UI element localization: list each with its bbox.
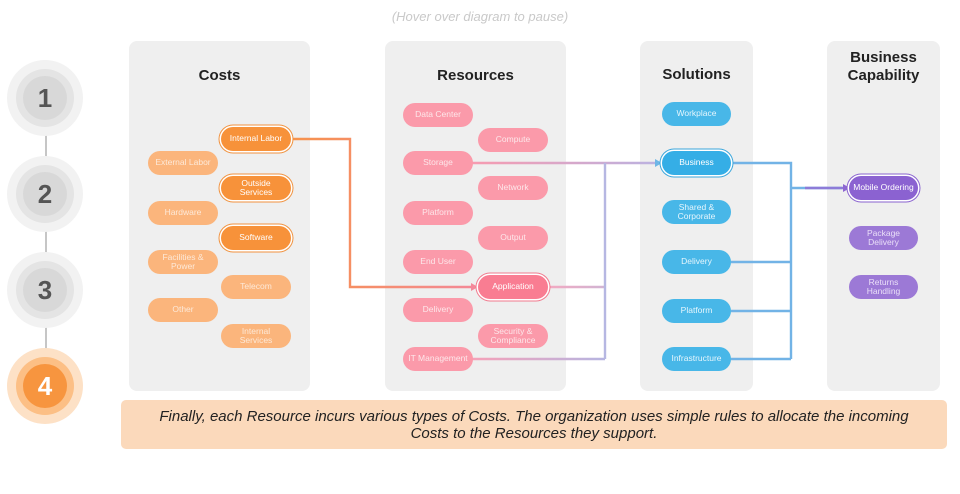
solution-business[interactable]: Business <box>662 151 731 175</box>
resources-title: Resources <box>437 67 514 84</box>
arrowhead-mobile-ordering <box>843 184 850 192</box>
cost-hardware[interactable]: Hardware <box>148 201 218 225</box>
arrowhead-business <box>655 159 662 167</box>
arrowhead-application <box>471 283 478 291</box>
hover-hint: (Hover over diagram to pause) <box>391 9 569 24</box>
solution-shared-corporate[interactable]: Shared & Corporate <box>662 200 731 224</box>
resource-network[interactable]: Network <box>478 176 548 200</box>
step-2-button[interactable]: 2 <box>7 156 83 232</box>
cost-internal-labor[interactable]: Internal Labor <box>221 127 291 151</box>
step-1-button[interactable]: 1 <box>7 60 83 136</box>
cost-outside-services[interactable]: Outside Services <box>221 176 291 200</box>
solutions-title: Solutions <box>662 66 731 83</box>
resource-end-user[interactable]: End User <box>403 250 473 274</box>
capability-package-delivery[interactable]: Package Delivery <box>849 226 918 250</box>
resource-data-center[interactable]: Data Center <box>403 103 473 127</box>
resource-output[interactable]: Output <box>478 226 548 250</box>
resource-it-management[interactable]: IT Management <box>403 347 473 371</box>
capability-mobile-ordering[interactable]: Mobile Ordering <box>849 176 918 200</box>
step-description: Finally, each Resource incurs various ty… <box>121 400 947 449</box>
resource-security-compliance[interactable]: Security & Compliance <box>478 324 548 348</box>
cost-other[interactable]: Other <box>148 298 218 322</box>
cost-internal-services[interactable]: Internal Services <box>221 324 291 348</box>
step-3-button[interactable]: 3 <box>7 252 83 328</box>
capability-title: Business Capability <box>847 49 920 84</box>
solution-infrastructure[interactable]: Infrastructure <box>662 347 731 371</box>
link-internal-labor-application <box>291 137 472 289</box>
resource-storage[interactable]: Storage <box>403 151 473 175</box>
cost-facilities-power[interactable]: Facilities & Power <box>148 250 218 274</box>
step-4-label: 4 <box>23 364 67 408</box>
resource-application[interactable]: Application <box>478 275 548 299</box>
capability-returns-handling[interactable]: Returns Handling <box>849 275 918 299</box>
step-1-label: 1 <box>23 76 67 120</box>
solution-delivery[interactable]: Delivery <box>662 250 731 274</box>
step-2-label: 2 <box>23 172 67 216</box>
cost-telecom[interactable]: Telecom <box>221 275 291 299</box>
resource-compute[interactable]: Compute <box>478 128 548 152</box>
step-connector-line <box>45 98 47 384</box>
step-4-button[interactable]: 4 <box>7 348 83 424</box>
capability-panel: Business Capability <box>827 41 940 391</box>
link-solutions-mobile-ordering <box>731 161 842 361</box>
cost-external-labor[interactable]: External Labor <box>148 151 218 175</box>
step-3-label: 3 <box>23 268 67 312</box>
cost-software[interactable]: Software <box>221 226 291 250</box>
solution-platform[interactable]: Platform <box>662 299 731 323</box>
costs-title: Costs <box>198 67 241 84</box>
solution-workplace[interactable]: Workplace <box>662 102 731 126</box>
resource-platform[interactable]: Platform <box>403 201 473 225</box>
resource-delivery[interactable]: Delivery <box>403 298 473 322</box>
